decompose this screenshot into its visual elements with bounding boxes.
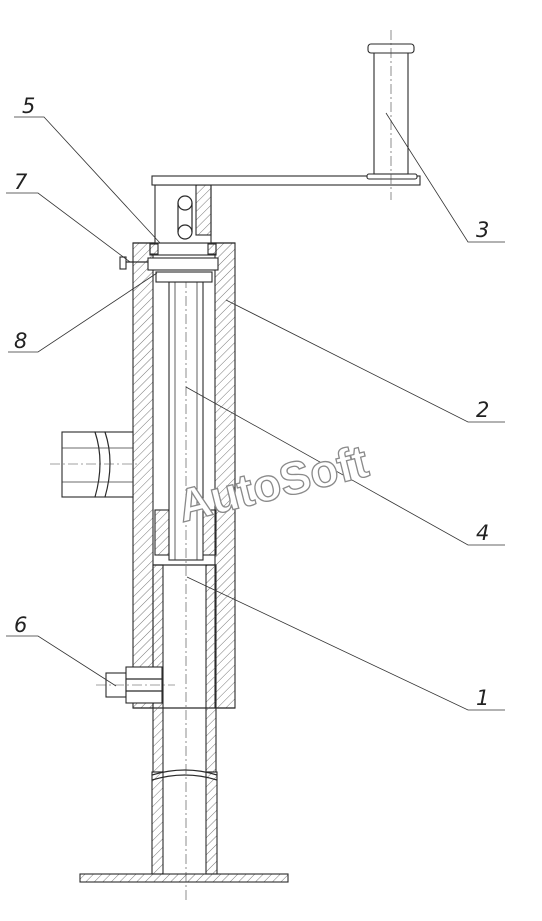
lead-screw bbox=[168, 260, 204, 900]
label-8: 8 bbox=[14, 329, 27, 353]
label-5: 5 bbox=[22, 94, 35, 118]
top-bearing-assembly bbox=[119, 242, 219, 283]
crank-head bbox=[154, 184, 212, 244]
base-plate bbox=[79, 873, 289, 883]
crank-handle bbox=[366, 30, 418, 200]
locking-bolt bbox=[96, 666, 175, 704]
label-7: 7 bbox=[14, 170, 28, 194]
label-4: 4 bbox=[476, 521, 489, 545]
outer-housing bbox=[132, 242, 236, 709]
callout-labels: 5 7 8 3 2 4 6 1 bbox=[14, 94, 489, 710]
label-1: 1 bbox=[476, 686, 489, 710]
support-leg bbox=[151, 769, 218, 875]
label-6: 6 bbox=[14, 613, 27, 637]
leader-lines bbox=[6, 112, 505, 711]
crank-arm bbox=[151, 175, 421, 186]
label-3: 3 bbox=[476, 218, 489, 242]
label-2: 2 bbox=[476, 398, 489, 422]
side-bracket bbox=[50, 431, 140, 498]
